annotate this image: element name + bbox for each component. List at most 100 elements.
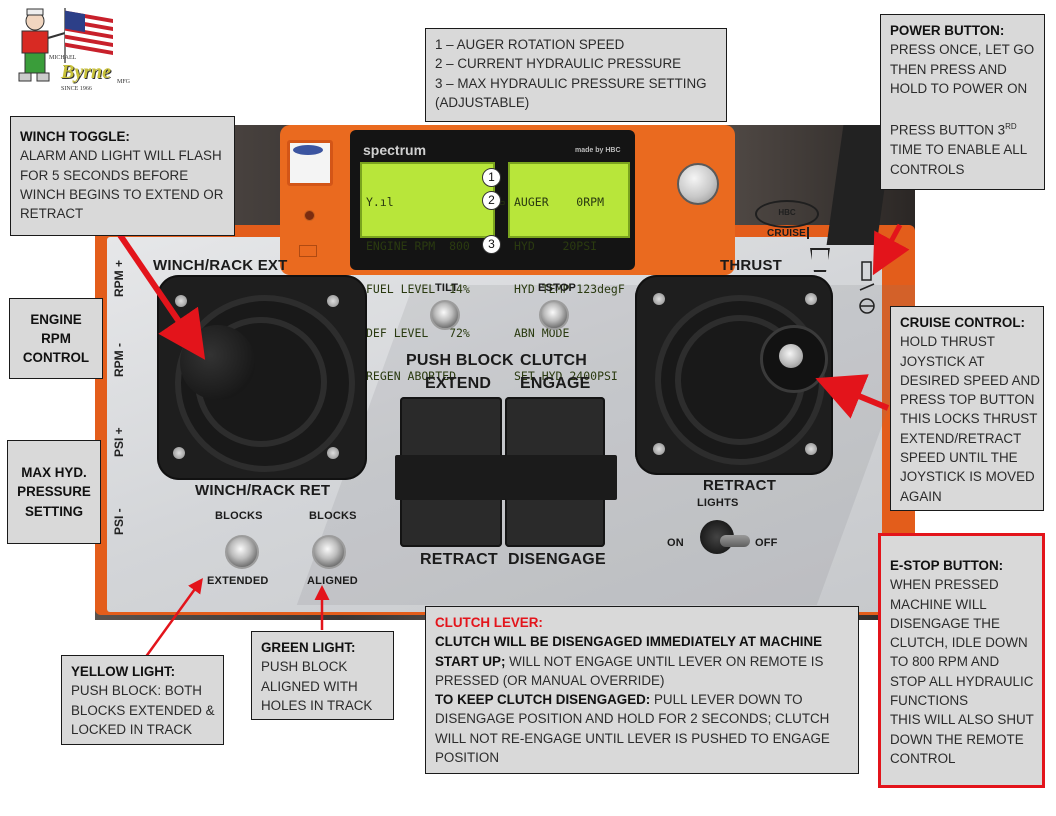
callout-line: DOWN THE REMOTE — [890, 731, 1024, 747]
blocks-extended-top-label: BLOCKS — [215, 510, 263, 522]
engage-label: ENGAGE — [520, 375, 591, 392]
callout-text: WILL NOT ENGAGE UNTIL LEVER ON REMOTE IS — [505, 653, 824, 669]
callout-line: STOP ALL HYDRAULIC — [890, 673, 1034, 689]
logo-since: SINCE 1966 — [61, 86, 92, 92]
power-on-off-icon — [859, 261, 875, 314]
display-legend-callout: 1 – AUGER ROTATION SPEED 2 – CURRENT HYD… — [425, 28, 727, 122]
callout-line: PRESS TOP BUTTON — [900, 392, 1035, 408]
callout-title: WINCH TOGGLE: — [20, 129, 130, 144]
callout-line: ALARM AND LIGHT WILL FLASH — [20, 148, 222, 164]
legend-line: 3 – MAX HYDRAULIC PRESSURE SETTING — [435, 75, 707, 91]
tilt-label: TILT — [435, 282, 459, 294]
screw-icon — [175, 295, 187, 307]
legend-line: 2 – CURRENT HYDRAULIC PRESSURE — [435, 56, 682, 72]
lcd-right-line: AUGER 0RPM — [514, 195, 605, 209]
callout-line: JOYSTICK IS MOVED — [900, 469, 1035, 485]
aligned-label: ALIGNED — [307, 575, 358, 587]
callout-line: TO 800 RPM AND — [890, 654, 1000, 670]
callout-line: CLUTCH, IDLE DOWN — [890, 635, 1028, 651]
clutch-rocker-paddle — [505, 455, 617, 500]
callout-line: PUSH BLOCK: BOTH — [71, 683, 202, 699]
blocks-extended-yellow-light — [225, 535, 259, 569]
callout-line: PRESSURE — [17, 484, 91, 500]
callout-bold: TO KEEP CLUTCH DISENGAGED: — [435, 692, 651, 708]
tilt-button[interactable] — [430, 300, 460, 330]
logo-graphic — [18, 8, 113, 82]
winch-ret-label: WINCH/RACK RET — [195, 482, 331, 499]
winch-joystick[interactable] — [180, 325, 255, 400]
logo-brand: Byrne — [61, 61, 111, 83]
display-brand: spectrum — [363, 142, 427, 158]
callout-line-prefix: PRESS BUTTON 3 — [890, 122, 1006, 138]
blocks-aligned-top-label: BLOCKS — [309, 510, 357, 522]
power-button-callout: POWER BUTTON: PRESS ONCE, LET GO THEN PR… — [880, 14, 1045, 190]
callout-line: PRESS BUTTON 3RD — [890, 117, 1035, 140]
display-made-by: made by HBC — [575, 147, 621, 154]
hbc-logo: HBC — [755, 200, 819, 228]
badge-3: 3 — [482, 235, 501, 254]
battery-icon — [299, 245, 317, 257]
callout-line: TIME TO ENABLE ALL — [890, 142, 1028, 158]
callout-line: CONTROL — [22, 350, 90, 366]
lcd-left-screen: Y.ıl ▭ ENGINE RPM 800 FUEL LEVEL 14% DEF… — [360, 162, 504, 383]
psi-minus-label: PSI - — [112, 508, 126, 535]
lcd-right-line: HYD TEMP 123degF — [514, 282, 625, 296]
screw-icon — [805, 293, 817, 305]
estop-button[interactable] — [539, 300, 569, 330]
screw-icon — [805, 443, 817, 455]
callout-line: ENGINE — [30, 311, 82, 327]
cruise-arrow-icon — [807, 227, 809, 239]
lcd-left-line: REGEN ABORTED — [366, 369, 457, 383]
engine-rpm-callout: ENGINE RPM CONTROL — [9, 298, 103, 379]
callout-text: PULL LEVER DOWN TO — [650, 692, 803, 708]
callout-line: MAX HYD. — [21, 465, 87, 481]
callout-title: GREEN LIGHT: — [261, 640, 356, 655]
callout-line: PRESSED (OR MANUAL OVERRIDE) — [435, 672, 665, 688]
callout-line: RETRACT — [20, 206, 84, 222]
screw-icon — [653, 443, 665, 455]
thrust-label: THRUST — [720, 257, 783, 274]
winch-ext-label: WINCH/RACK EXT — [153, 257, 288, 274]
cruise-control-button[interactable] — [779, 344, 803, 368]
callout-line: PUSH BLOCK — [261, 659, 348, 675]
estop-label: ESTOP — [538, 282, 577, 294]
winch-toggle-callout: WINCH TOGGLE: ALARM AND LIGHT WILL FLASH… — [10, 116, 235, 236]
callout-title: YELLOW LIGHT: — [71, 664, 176, 679]
callout-line: MACHINE WILL — [890, 596, 987, 612]
extended-label: EXTENDED — [207, 575, 269, 587]
retract-label-left: RETRACT — [420, 551, 498, 568]
callout-title: CLUTCH LEVER: — [435, 615, 543, 630]
cruise-control-callout: CRUISE CONTROL: HOLD THRUST JOYSTICK AT … — [890, 306, 1044, 511]
screw-icon — [173, 447, 185, 459]
michael-byrne-logo: MICHAEL Byrne MFG SINCE 1966 — [5, 3, 140, 95]
power-button-logo-icon — [293, 145, 323, 155]
callout-line: CONTROL — [890, 750, 956, 766]
lcd-left-line: ENGINE RPM 800 — [366, 238, 470, 253]
callout-title: POWER BUTTON: — [890, 23, 1005, 38]
lights-toggle-switch[interactable] — [720, 535, 750, 547]
retract-label-right: RETRACT — [703, 477, 777, 494]
callout-line: JOYSTICK AT — [900, 353, 985, 369]
psi-plus-label: PSI + — [112, 427, 126, 457]
logo-suffix: MFG — [117, 79, 131, 85]
push-block-rocker-paddle — [395, 455, 507, 500]
callout-line: THIS WILL ALSO SHUT — [890, 712, 1034, 728]
callout-line: FUNCTIONS — [890, 693, 969, 709]
max-hyd-callout: MAX HYD. PRESSURE SETTING — [7, 440, 101, 544]
lcd-right-line: SET HYD 2400PSI — [514, 369, 618, 383]
screw-icon — [653, 293, 665, 305]
badge-1: 1 — [482, 168, 501, 187]
callout-line: FOR 5 SECONDS BEFORE — [20, 167, 189, 183]
callout-line: WILL NOT RE-ENGAGE UNTIL LEVER IS PUSHED… — [435, 730, 830, 746]
callout-line: LOCKED IN TRACK — [71, 721, 193, 737]
callout-line: AGAIN — [900, 488, 942, 504]
callout-title: E-STOP BUTTON: — [890, 558, 1004, 573]
blocks-aligned-green-light — [312, 535, 346, 569]
logo-top-text: MICHAEL — [49, 55, 77, 61]
pressure-adjust-knob[interactable] — [677, 163, 719, 205]
rpm-plus-label: RPM + — [112, 259, 126, 297]
callout-line: THEN PRESS AND — [890, 61, 1007, 77]
callout-line: WHEN PRESSED — [890, 577, 999, 593]
callout-line: DISENGAGE THE — [890, 615, 1000, 631]
extend-label: EXTEND — [425, 375, 492, 392]
